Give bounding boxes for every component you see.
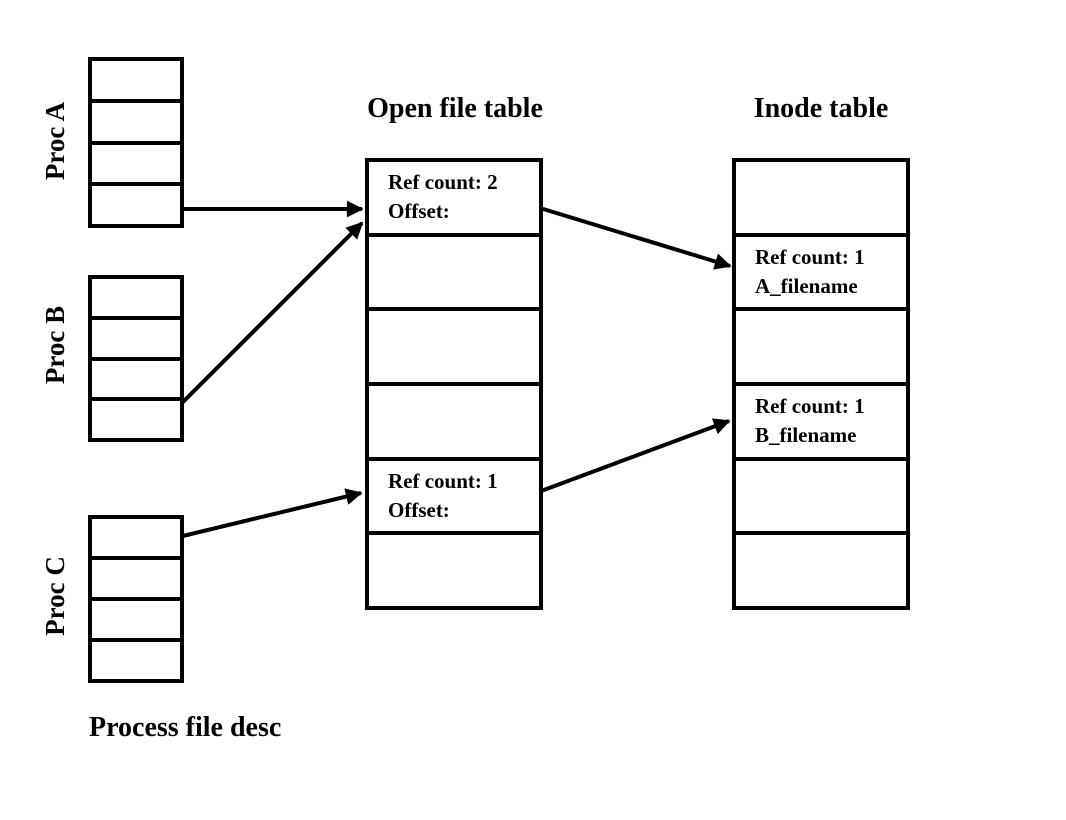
fd-slot xyxy=(92,556,180,597)
filename-text: A_filename xyxy=(755,273,858,298)
offset-text: Offset: xyxy=(388,199,450,223)
inode-entry-a: Ref count: 1 A_filename xyxy=(736,232,906,308)
fd-slot xyxy=(92,597,180,638)
ref-count-text: Ref count: 1 xyxy=(755,394,865,419)
open-file-entry-5: Ref count: 1 Offset: xyxy=(369,456,539,532)
inode-table-title: Inode table xyxy=(753,93,889,124)
open-file-entry-5-text: Ref count: 1 Offset: xyxy=(369,461,539,525)
inode-entry-b-text: Ref count: 1 B_filename xyxy=(736,386,906,450)
inode-table: Ref count: 1 A_filename Ref count: 1 B_f… xyxy=(732,158,910,610)
fd-slot xyxy=(92,638,180,679)
fd-slot xyxy=(92,315,180,357)
open-file-entry-3 xyxy=(369,307,539,382)
inode-entry-3 xyxy=(736,307,906,382)
proc-a-label: Proc A xyxy=(40,101,70,181)
proc-c-fd-table xyxy=(88,515,184,683)
process-file-desc-label: Process file desc xyxy=(89,712,282,743)
proc-a-fd-table xyxy=(88,57,184,228)
proc-b-fd-table xyxy=(88,275,184,442)
open-file-entry-2 xyxy=(369,232,539,308)
fd-slot xyxy=(92,356,180,398)
inode-entry-6 xyxy=(736,531,906,606)
fd-slot xyxy=(92,98,180,141)
open-file-entry-6 xyxy=(369,531,539,606)
fd-slot xyxy=(92,140,180,183)
ref-count-text: Ref count: 2 xyxy=(388,170,498,194)
fd-slot xyxy=(92,182,180,224)
proc-c-label: Proc C xyxy=(40,556,70,636)
open-file-entry-1: Ref count: 2 Offset: xyxy=(369,162,539,233)
offset-text: Offset: xyxy=(388,497,450,522)
inode-entry-1 xyxy=(736,162,906,233)
ref-count-text: Ref count: 1 xyxy=(388,468,498,493)
inode-entry-b: Ref count: 1 B_filename xyxy=(736,382,906,457)
open-file-table: Ref count: 2 Offset: Ref count: 1 Offset… xyxy=(365,158,543,610)
filename-text: B_filename xyxy=(755,423,857,448)
open-file-table-title: Open file table xyxy=(367,93,543,124)
inode-entry-a-text: Ref count: 1 A_filename xyxy=(736,237,906,301)
open-file-entry-1-text: Ref count: 2 Offset: xyxy=(369,162,539,226)
inode-entry-5 xyxy=(736,456,906,532)
fd-slot xyxy=(92,61,180,99)
fd-slot xyxy=(92,279,180,316)
arrow-open-file-entry-5-to-inode-b xyxy=(516,418,731,502)
open-file-entry-4 xyxy=(369,382,539,457)
fd-slot xyxy=(92,519,180,556)
fd-slot xyxy=(92,397,180,438)
arrow-open-file-entry-1-to-inode-a xyxy=(516,199,732,270)
arrow-proc-b-to-open-file-entry-1 xyxy=(155,221,364,430)
ref-count-text: Ref count: 1 xyxy=(755,244,865,269)
arrow-proc-c-to-open-file-entry-5 xyxy=(157,488,363,544)
proc-b-label: Proc B xyxy=(40,305,70,385)
